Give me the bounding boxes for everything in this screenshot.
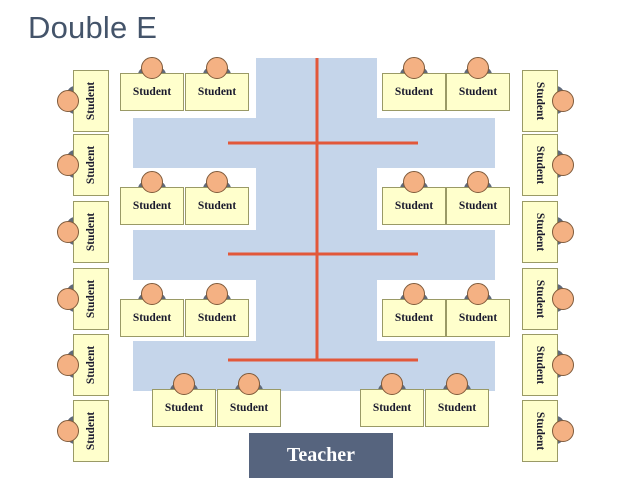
desk-label: Student <box>85 345 98 385</box>
desk-label: Student <box>85 212 98 252</box>
desk-label: Student <box>132 312 172 324</box>
desk-label: Student <box>197 200 237 212</box>
desk-label: Student <box>394 312 434 324</box>
student-head <box>173 373 195 395</box>
student-desk: Student <box>185 187 249 225</box>
desk-label: Student <box>85 81 98 121</box>
student-desk: Student <box>73 334 109 396</box>
student-desk: Student <box>446 299 510 337</box>
student-desk: Student <box>446 187 510 225</box>
teacher-desk: Teacher <box>249 433 393 478</box>
student-head <box>467 283 489 305</box>
divider-lines <box>228 58 418 362</box>
desk-label: Student <box>132 86 172 98</box>
desk-label: Student <box>197 86 237 98</box>
desk-label: Student <box>534 212 547 252</box>
student-head <box>57 354 79 376</box>
desk-label: Student <box>85 145 98 185</box>
student-head <box>206 57 228 79</box>
desk-label: Student <box>132 200 172 212</box>
desk-label: Student <box>534 81 547 121</box>
student-desk: Student <box>360 389 424 427</box>
student-head <box>57 154 79 176</box>
student-head <box>141 57 163 79</box>
student-head <box>467 57 489 79</box>
desk-label: Student <box>229 402 269 414</box>
student-head <box>446 373 468 395</box>
desk-label: Student <box>85 411 98 451</box>
student-desk: Student <box>185 73 249 111</box>
teacher-label: Teacher <box>286 444 356 466</box>
student-head <box>57 90 79 112</box>
student-head <box>552 221 574 243</box>
desk-label: Student <box>534 279 547 319</box>
student-desk: Student <box>382 73 446 111</box>
student-head <box>57 288 79 310</box>
desk-label: Student <box>534 411 547 451</box>
student-head <box>206 171 228 193</box>
student-head <box>57 221 79 243</box>
student-desk: Student <box>382 299 446 337</box>
page-title: Double E <box>28 10 158 45</box>
desk-label: Student <box>85 279 98 319</box>
desk-label: Student <box>458 312 498 324</box>
desk-label: Student <box>197 312 237 324</box>
student-desk: Student <box>152 389 216 427</box>
student-desk: Student <box>73 70 109 132</box>
desk-label: Student <box>534 345 547 385</box>
student-desk: Student <box>120 73 184 111</box>
student-desk: Student <box>73 268 109 330</box>
desk-label: Student <box>164 402 204 414</box>
desk-label: Student <box>458 86 498 98</box>
desk-label: Student <box>394 86 434 98</box>
student-head <box>552 354 574 376</box>
student-head <box>552 90 574 112</box>
student-head <box>141 171 163 193</box>
student-desk: Student <box>73 201 109 263</box>
student-desk: Student <box>185 299 249 337</box>
student-head <box>206 283 228 305</box>
student-head <box>381 373 403 395</box>
student-head <box>238 373 260 395</box>
student-head <box>403 283 425 305</box>
student-head <box>552 154 574 176</box>
student-desk: Student <box>120 299 184 337</box>
student-desk: Student <box>120 187 184 225</box>
student-head <box>403 57 425 79</box>
student-head <box>57 420 79 442</box>
desk-label: Student <box>394 200 434 212</box>
student-head <box>467 171 489 193</box>
desk-label: Student <box>458 200 498 212</box>
desk-label: Student <box>372 402 412 414</box>
desk-label: Student <box>437 402 477 414</box>
student-head <box>141 283 163 305</box>
student-desk: Student <box>382 187 446 225</box>
student-desk: Student <box>425 389 489 427</box>
student-head <box>552 288 574 310</box>
student-head <box>552 420 574 442</box>
student-head <box>403 171 425 193</box>
desk-label: Student <box>534 145 547 185</box>
